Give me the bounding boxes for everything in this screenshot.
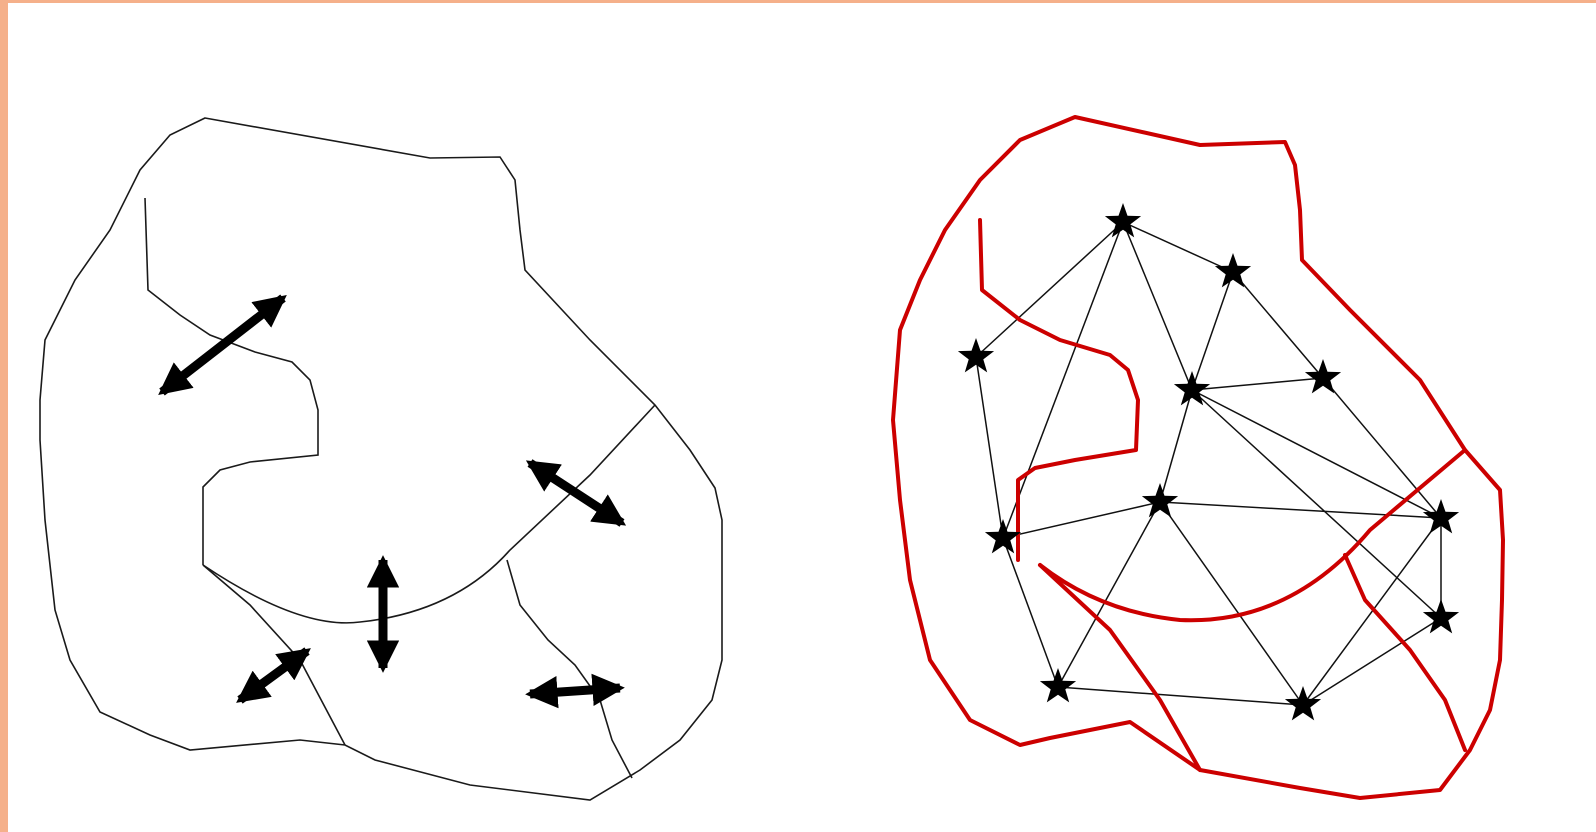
slide-top-border [0, 0, 1596, 3]
left-region-map [39, 117, 723, 801]
double-arrow-icon [236, 647, 311, 704]
star-icon [1173, 371, 1211, 406]
right-region-map [891, 115, 1505, 800]
right-divider-curve [1038, 448, 1467, 623]
double-arrow-icon [525, 459, 627, 527]
right-graph-nodes [957, 203, 1460, 721]
star-icon [1214, 253, 1252, 288]
star-icon [1422, 599, 1460, 634]
star-icon [1284, 686, 1322, 721]
left-divider-southwest [202, 564, 346, 746]
right-outer-boundary [891, 115, 1505, 800]
star-icon [1039, 668, 1077, 703]
right-divider-southeast [1343, 553, 1467, 752]
left-divider-curve [202, 404, 656, 624]
left-arrows [158, 294, 627, 709]
star-icon [1141, 483, 1179, 518]
star-icon [1104, 203, 1142, 238]
left-outer-boundary [39, 117, 723, 801]
right-divider-southwest [1038, 563, 1202, 772]
double-arrow-icon [525, 673, 625, 709]
right-divider-west [978, 218, 1140, 562]
double-arrow-icon [158, 294, 287, 396]
star-icon [1422, 499, 1460, 534]
right-graph-edges [975, 221, 1442, 706]
star-icon [984, 519, 1022, 554]
slide-left-border [0, 0, 8, 832]
star-icon [957, 338, 995, 373]
left-divider-southeast [506, 559, 633, 779]
star-icon [1304, 359, 1342, 394]
